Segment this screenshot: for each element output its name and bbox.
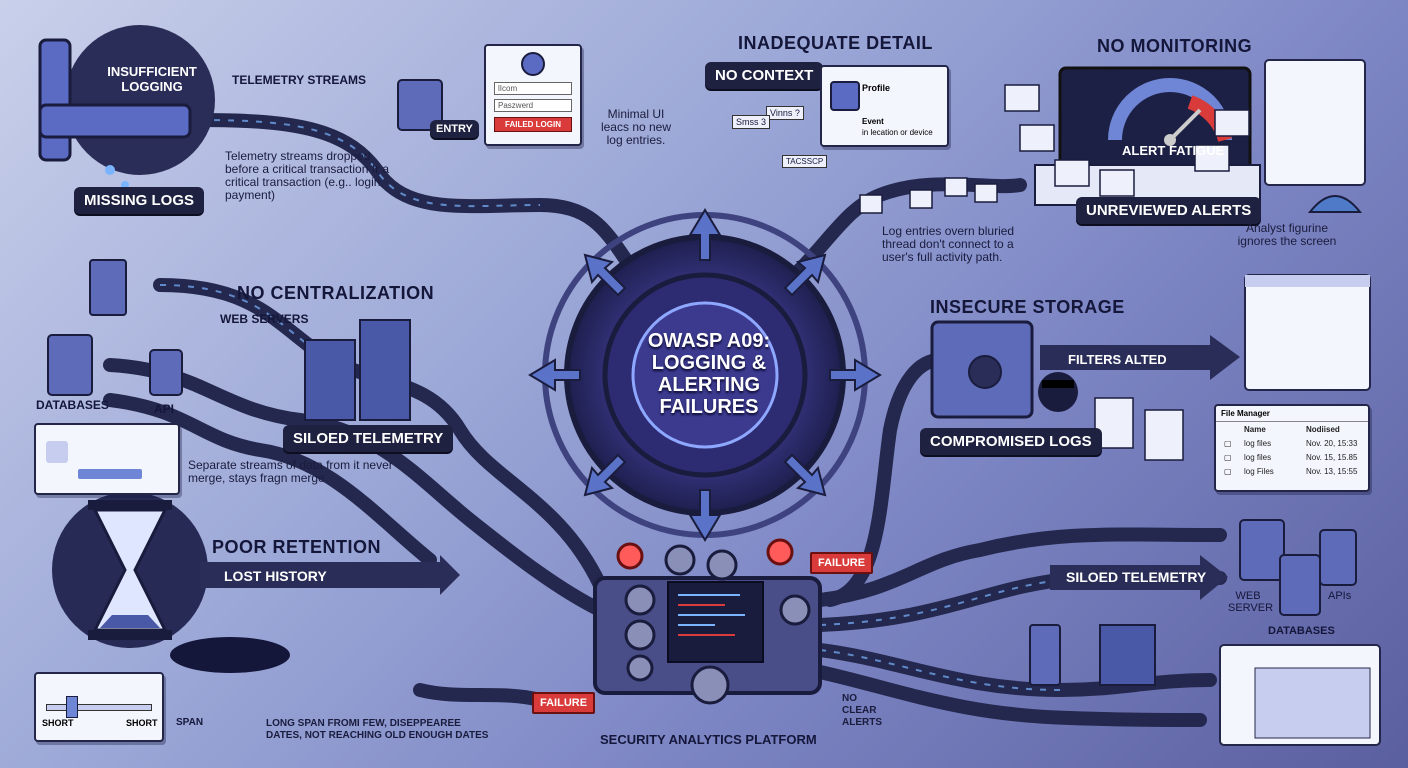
analyst-note: Analyst figurine ignores the screen: [1237, 221, 1337, 248]
file-modified: Nov. 13, 15:55: [1306, 466, 1358, 476]
detail-note: Log entries overn bluried thread don't c…: [882, 224, 1015, 264]
platform-label: SECURITY ANALYTICS PLATFORM: [600, 732, 817, 747]
core-title: OWASP A09: LOGGING & ALERTING FAILURES: [647, 330, 771, 418]
event-label: Event: [862, 117, 884, 126]
password-field[interactable]: Paszwerd: [494, 99, 572, 112]
siloed-right-arrow: [1050, 555, 1228, 600]
profile-avatar-icon: [830, 81, 860, 111]
entry-badge: ENTRY: [430, 120, 479, 138]
span-note: LONG SPAN FROMI FEW, DISEPPEAREE DATES, …: [266, 718, 489, 741]
alert-fatigue-label: ALERT FATIGUE: [1122, 143, 1225, 158]
no-clear-alerts-label: NO CLEAR ALERTS: [842, 693, 882, 728]
insecure-storage-heading: INSECURE STORAGE: [930, 297, 1125, 317]
safe-icon: [930, 320, 1078, 419]
no-monitoring-heading: NO MONITORING: [1097, 36, 1253, 56]
compromised-logs-badge: COMPROMISED LOGS: [920, 428, 1102, 455]
file-name: log files: [1244, 438, 1272, 448]
failed-login-button[interactable]: FAILED LOGIN: [494, 117, 572, 132]
file-manager-title: File Manager: [1216, 406, 1368, 422]
hourglass-icon: [52, 492, 290, 673]
chat-bubble-2: Smss 3: [732, 115, 771, 129]
user-avatar-icon: [521, 52, 545, 76]
file-modified: Nov. 20, 15:33: [1306, 438, 1358, 448]
inadequate-detail-heading: INADEQUATE DETAIL: [738, 33, 933, 53]
dropped-note: Telemetry streams dropped before a criti…: [225, 149, 390, 202]
table-row[interactable]: ▢ log files Nov. 15, 15.85: [1216, 450, 1368, 464]
settings-avatar-icon: [46, 441, 68, 463]
chat-bubble-3: TACSSCP: [782, 155, 828, 168]
databases-label: DATABASES: [36, 398, 109, 412]
centralization-note: Separate streams of data from it never m…: [188, 458, 393, 485]
ui-window-right-top: [1264, 59, 1366, 186]
settings-window: [34, 423, 180, 495]
browser-window-bottom-right: [1219, 644, 1381, 746]
profile-label: Profile: [862, 83, 891, 93]
file-icon: ▢: [1224, 452, 1232, 462]
slider-handle[interactable]: [66, 696, 78, 718]
api-label: API: [154, 402, 175, 416]
hub-arrows: [528, 208, 882, 542]
file-name: log files: [1244, 452, 1272, 462]
file-manager-window: File Manager Name Nodiised ▢ log files N…: [1214, 404, 1370, 492]
insufficient-logging-label: INSUFFICIENT LOGGING: [107, 64, 197, 94]
settings-button[interactable]: [78, 469, 142, 479]
file-icon: ▢: [1224, 438, 1232, 448]
failure-tag-top: FAILURE: [810, 552, 874, 574]
scattered-log-sheets: [859, 84, 1250, 461]
slider-right-label: SHORT: [126, 718, 158, 728]
platform-machine: [593, 538, 822, 705]
siloed-telemetry-badge: SILOED TELEMETRY: [283, 425, 454, 452]
username-field[interactable]: lIcom: [494, 82, 572, 95]
file-icon: ▢: [1224, 466, 1232, 476]
unreviewed-alerts-badge: UNREVIEWED ALERTS: [1076, 197, 1262, 224]
profile-card: Profile Event in lecation or device: [820, 65, 949, 147]
chat-bubble-1: Vinns ?: [766, 106, 804, 120]
file-modified: Nov. 15, 15.85: [1306, 452, 1358, 462]
failure-tag-bottom: FAILURE: [532, 692, 596, 714]
col-name: Name: [1244, 424, 1266, 434]
minimal-ui-note: Minimal UI leacs no new log entries.: [600, 107, 672, 147]
siloed-telemetry-right-label: SILOED TELEMETRY: [1066, 569, 1207, 585]
table-row[interactable]: ▢ log files Nov. 20, 15:33: [1216, 436, 1368, 450]
table-row[interactable]: ▢ log Files Nov. 13, 15:55: [1216, 464, 1368, 478]
lost-history-arrow: [200, 555, 460, 595]
col-modified: Nodiised: [1306, 424, 1340, 434]
filters-alted-label: FILTERS ALTED: [1068, 352, 1167, 367]
filters-arrow: [1040, 335, 1240, 380]
lost-history-label: LOST HISTORY: [224, 568, 327, 584]
file-manager-header: Name Nodiised: [1216, 422, 1368, 436]
apis-label: APIs: [1328, 590, 1352, 602]
grid-window-right: [1244, 274, 1371, 391]
no-context-badge: NO CONTEXT: [705, 62, 824, 89]
retention-slider-window: SHORT SHORT: [34, 672, 164, 742]
file-name: log Files: [1244, 466, 1274, 476]
poor-retention-heading: POOR RETENTION: [212, 537, 382, 557]
databases-right-label: DATABASES: [1268, 625, 1335, 637]
no-centralization-heading: NO CENTRALIZATION: [237, 283, 435, 303]
slider-left-label: SHORT: [42, 718, 74, 728]
span-label: SPAN: [176, 717, 204, 728]
login-window: lIcom Paszwerd FAILED LOGIN: [484, 44, 582, 146]
web-server-label: WEB SERVER: [1228, 590, 1274, 614]
siloed-blocks: [304, 319, 1156, 686]
telemetry-streams-label: TELEMETRY STREAMS: [232, 73, 367, 87]
web-servers-label: WEB SERVERS: [220, 312, 309, 326]
missing-logs-badge: MISSING LOGS: [74, 187, 205, 214]
broken-pipe-icon: [38, 25, 215, 189]
event-sub-label: in lecation or device: [862, 128, 933, 137]
retention-slider[interactable]: [46, 704, 152, 711]
database-stack: [47, 79, 1357, 686]
